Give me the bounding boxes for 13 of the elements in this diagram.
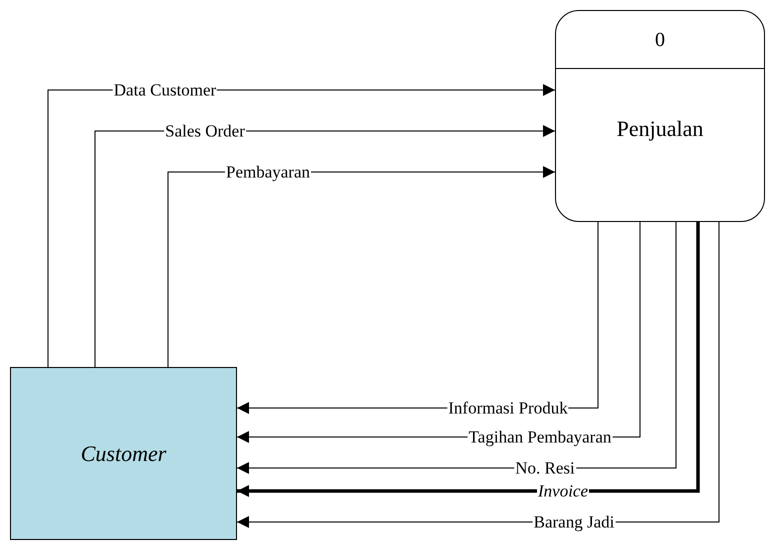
- edge-label: Barang Jadi: [532, 514, 616, 530]
- process-number: 0: [655, 28, 665, 52]
- edge-label: Tagihan Pembayaran: [468, 428, 612, 446]
- edge-label: Pembayaran: [224, 164, 312, 180]
- edge-label: Invoice: [536, 482, 590, 500]
- edge-label: No. Resi: [514, 460, 576, 476]
- process-name: Penjualan: [616, 115, 704, 143]
- edge-label: Informasi Produk: [447, 400, 569, 416]
- entity-box: [10, 367, 237, 540]
- edge-label: Data Customer: [112, 82, 218, 98]
- process-box: [555, 10, 765, 222]
- edge-label: Sales Order: [164, 122, 246, 140]
- entity-name: Customer: [80, 440, 166, 468]
